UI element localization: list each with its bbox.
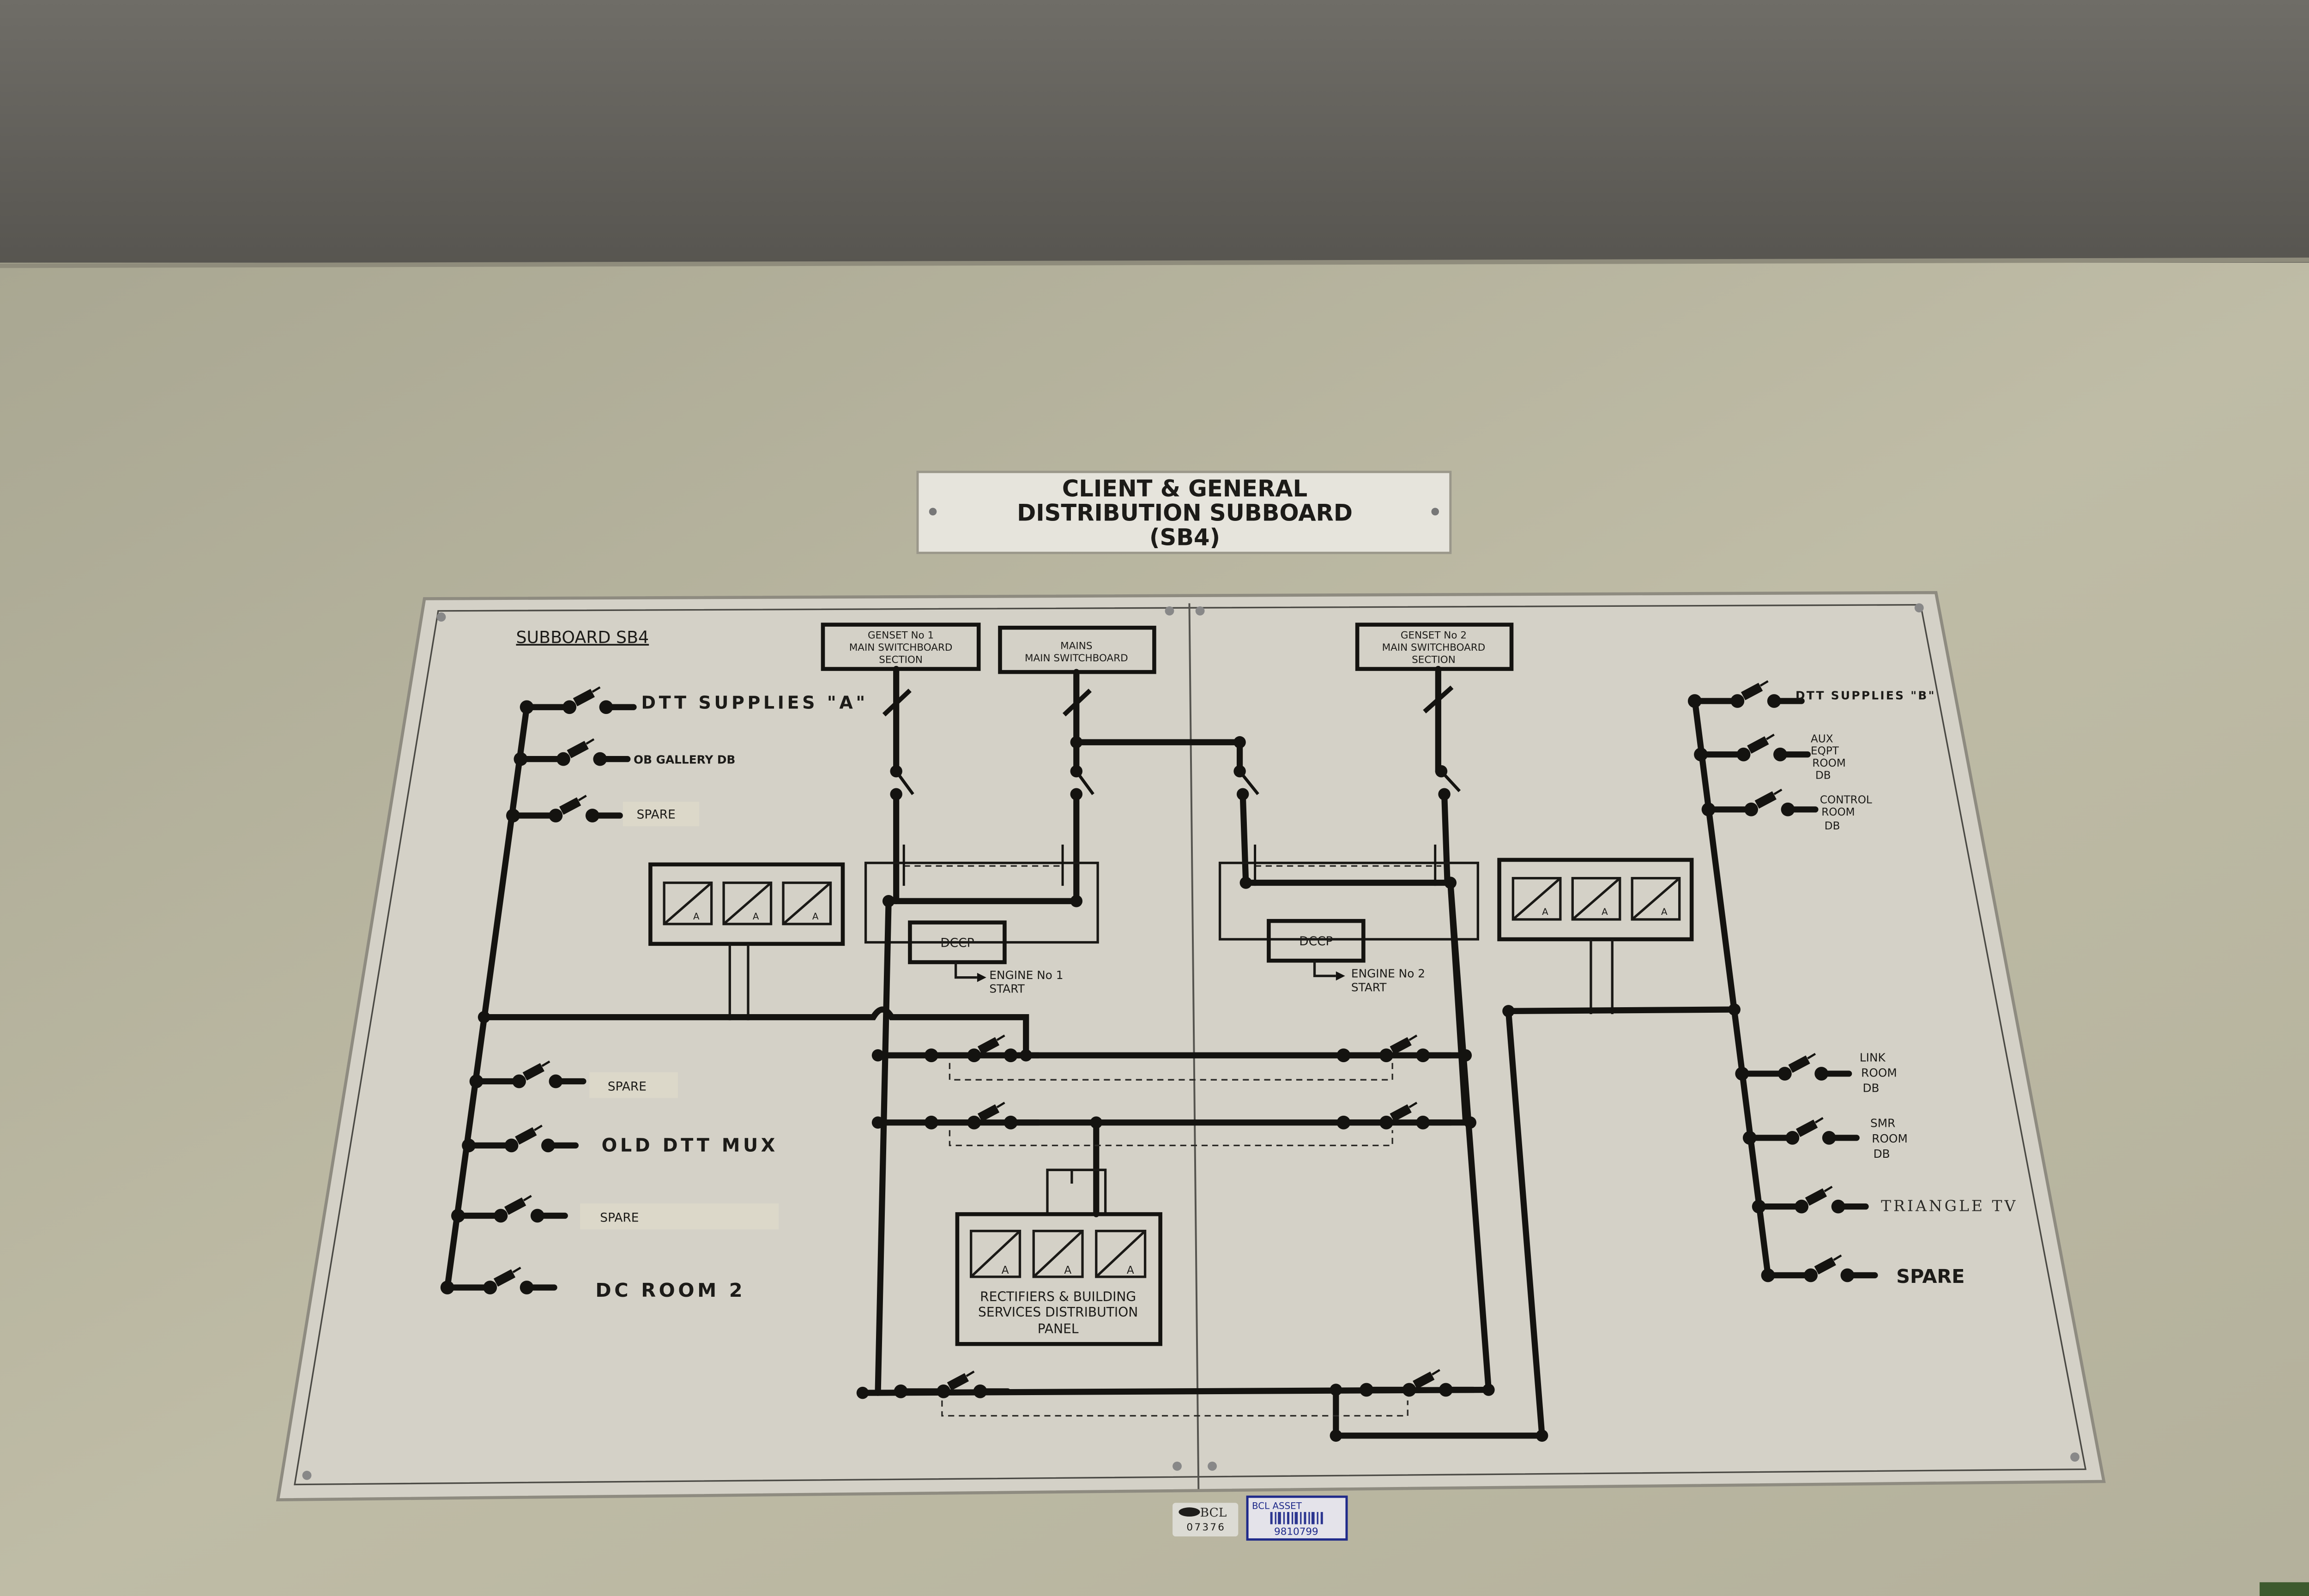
svg-text:9810799: 9810799 [1274,1526,1318,1538]
feeder-label: SPARE [600,1211,639,1225]
source-genset-2: GENSET No 2 MAIN SWITCHBOARD SECTION [1355,623,1514,671]
plaque-line-2: DISTRIBUTION SUBBOARD [1017,500,1353,526]
svg-text:07376: 07376 [1186,1522,1226,1533]
svg-text:ROOM: ROOM [1872,1132,1908,1145]
svg-text:LINK: LINK [1860,1051,1886,1064]
barcode-icon [1270,1512,1323,1524]
feeder-label: SPARE [1896,1265,1964,1288]
ammeter-labels: A A A A A A [693,907,1668,922]
svg-text:GENSET No 2: GENSET No 2 [1401,629,1467,641]
right-feeders: DTT SUPPLIES "B" AUX EQPT ROOM DB CONTRO… [1688,681,2018,1288]
svg-text:DCCP: DCCP [940,936,974,950]
svg-text:ROOM: ROOM [1861,1066,1897,1080]
board-seam [1188,603,1200,1489]
feeder-label: OB GALLERY DB [634,753,735,767]
plaque-line-1: CLIENT & GENERAL [1062,475,1307,502]
dccp-2: DCCP ENGINE No 2 START [1267,919,1425,994]
svg-text:DB: DB [1815,770,1831,782]
feeder-label: SPARE [637,808,676,822]
svg-text:A: A [753,911,759,922]
wall [0,0,2309,275]
svg-text:ROOM: ROOM [1812,757,1845,769]
svg-text:DB: DB [1825,820,1840,832]
svg-text:BCL ASSET: BCL ASSET [1252,1500,1302,1511]
incomer-wiring [864,665,1479,944]
svg-text:BCL: BCL [1200,1505,1227,1520]
svg-text:A: A [1602,907,1608,917]
svg-text:A: A [693,911,700,922]
svg-text:A: A [1127,1264,1134,1276]
svg-text:DCCP: DCCP [1299,934,1333,949]
cabinet-edge [2260,1582,2309,1596]
feeder-label: DTT SUPPLIES "B" [1795,689,1936,702]
svg-text:SMR: SMR [1870,1117,1895,1130]
svg-text:EQPT: EQPT [1811,745,1839,757]
svg-text:A: A [812,911,819,922]
svg-text:SECTION: SECTION [1412,654,1456,665]
ct-leads [728,939,1614,1021]
svg-text:AUX: AUX [1811,733,1833,745]
svg-text:SECTION: SECTION [879,654,923,665]
svg-text:ENGINE No 1: ENGINE No 1 [989,968,1063,982]
svg-text:A: A [1542,907,1548,917]
diagram-board [276,591,2106,1501]
svg-text:A: A [1064,1264,1071,1276]
dccp-1: DCCP ENGINE No 1 START [908,920,1063,996]
svg-text:MAINS: MAINS [1060,641,1092,652]
svg-text:A: A [1002,1264,1009,1276]
asset-barcode-tag: BCL ASSET 9810799 [1246,1495,1348,1541]
svg-text:START: START [989,982,1025,996]
svg-text:MAIN SWITCHBOARD: MAIN SWITCHBOARD [849,642,953,653]
rectifier-panel: A A A RECTIFIERS & BUILDING SERVICES DIS… [955,1212,1162,1346]
feeder-label: TRIANGLE TV [1881,1197,2018,1215]
svg-text:PANEL: PANEL [1038,1321,1079,1336]
feeder-label: DTT SUPPLIES "A" [641,693,868,713]
title-plaque: CLIENT & GENERAL DISTRIBUTION SUBBOARD (… [916,471,1452,554]
feeder-label: DC ROOM 2 [595,1279,745,1301]
svg-text:SERVICES DISTRIBUTION: SERVICES DISTRIBUTION [978,1305,1138,1320]
feeder-label: SPARE [608,1079,647,1094]
source-genset-1: GENSET No 1 MAIN SWITCHBOARD SECTION [821,623,981,671]
svg-text:A: A [1661,907,1668,917]
svg-text:DB: DB [1874,1147,1890,1161]
left-feeders: DTT SUPPLIES "A" OB GALLERY DB SPARE SPA… [441,687,868,1301]
svg-text:GENSET No 1: GENSET No 1 [868,629,934,641]
svg-text:START: START [1351,980,1387,994]
board-title: SUBBOARD SB4 [516,627,649,647]
svg-text:ENGINE No 2: ENGINE No 2 [1351,967,1425,980]
svg-text:RECTIFIERS & BUILDING: RECTIFIERS & BUILDING [980,1289,1136,1305]
board-screws [302,603,2079,1480]
svg-text:MAIN SWITCHBOARD: MAIN SWITCHBOARD [1382,642,1486,653]
feeder-label: OLD DTT MUX [602,1135,778,1156]
svg-text:DB: DB [1862,1082,1879,1095]
plaque-line-3: (SB4) [1149,524,1220,551]
bcl-tag: BCL 07376 [1173,1503,1239,1537]
svg-text:CONTROL: CONTROL [1820,794,1872,806]
svg-text:ROOM: ROOM [1821,806,1855,818]
svg-text:MAIN SWITCHBOARD: MAIN SWITCHBOARD [1025,653,1128,664]
